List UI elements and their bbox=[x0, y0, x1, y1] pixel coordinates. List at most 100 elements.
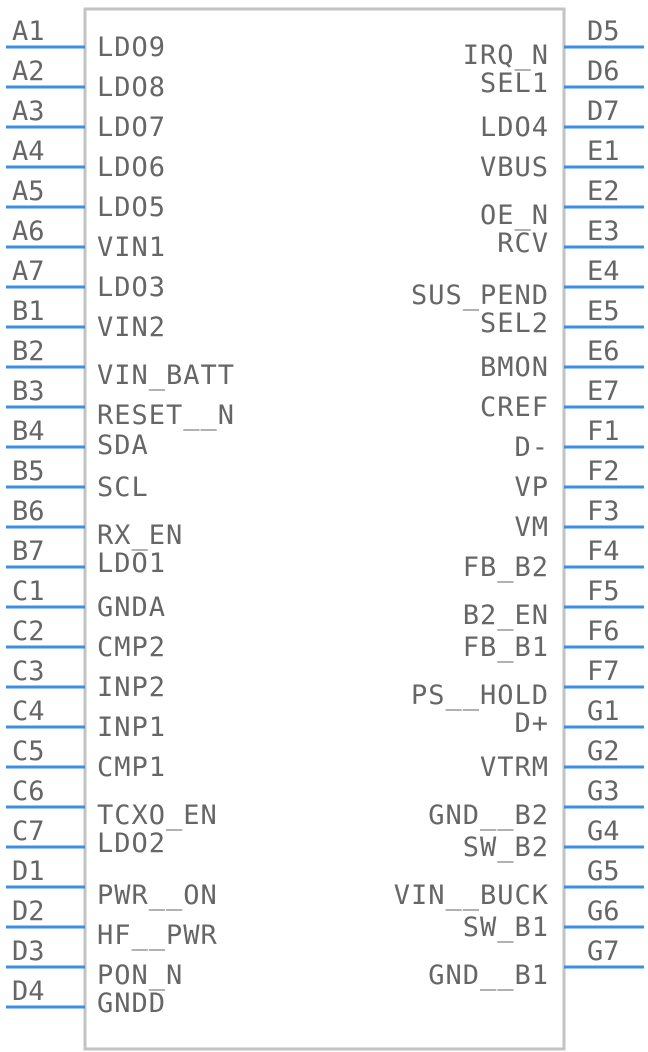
pin-number: A1 bbox=[12, 16, 45, 47]
pin-number: G7 bbox=[587, 936, 620, 967]
pin-name: HF__PWR bbox=[97, 920, 218, 951]
pin-number: C7 bbox=[12, 816, 45, 847]
pin-number: B1 bbox=[12, 296, 45, 327]
pin-number: C3 bbox=[12, 656, 45, 687]
pin-number: B2 bbox=[12, 336, 45, 367]
pin-number: E2 bbox=[587, 176, 620, 207]
pin-number: A3 bbox=[12, 96, 45, 127]
pin-name: GNDD bbox=[97, 988, 166, 1019]
pin-name: LDO7 bbox=[97, 112, 166, 143]
pin-name: VIN_BATT bbox=[97, 360, 235, 391]
pin-name: OE_N bbox=[480, 200, 549, 231]
pin-name: RX_EN bbox=[97, 520, 183, 551]
pin-number: G2 bbox=[587, 736, 620, 767]
pin-number: D7 bbox=[587, 96, 620, 127]
pin-number: F5 bbox=[587, 576, 620, 607]
pin-name: BMON bbox=[480, 352, 549, 383]
pin-number: F4 bbox=[587, 536, 620, 567]
pin-name: PON_N bbox=[97, 960, 183, 991]
pin-name: SW_B1 bbox=[463, 912, 549, 943]
component-body bbox=[83, 7, 566, 1051]
pin-number: A4 bbox=[12, 136, 45, 167]
pin-number: E6 bbox=[587, 336, 620, 367]
pin-number: C6 bbox=[12, 776, 45, 807]
pin-number: D2 bbox=[12, 896, 45, 927]
pin-name: SDA bbox=[97, 430, 149, 461]
pin-number: G1 bbox=[587, 696, 620, 727]
pin-number: C2 bbox=[12, 616, 45, 647]
pin-name: FB_B1 bbox=[463, 632, 549, 663]
pin-name: VM bbox=[514, 512, 549, 543]
pin-number: E1 bbox=[587, 136, 620, 167]
pin-name: FB_B2 bbox=[463, 552, 549, 583]
pin-name: INP2 bbox=[97, 672, 166, 703]
pin-number: B7 bbox=[12, 536, 45, 567]
pin-number: D6 bbox=[587, 56, 620, 87]
left-pin-column: A1LDO9A2LDO8A3LDO7A4LDO6A5LDO5A6VIN1A7LD… bbox=[6, 16, 235, 1019]
pin-number: A7 bbox=[12, 256, 45, 287]
pin-number: F7 bbox=[587, 656, 620, 687]
pin-name: LDO9 bbox=[97, 32, 166, 63]
pin-number: F3 bbox=[587, 496, 620, 527]
pin-name: LDO6 bbox=[97, 152, 166, 183]
pin-number: B3 bbox=[12, 376, 45, 407]
pin-name: SEL2 bbox=[480, 308, 549, 339]
pin-number: E4 bbox=[587, 256, 620, 287]
pin-number: A2 bbox=[12, 56, 45, 87]
pin-number: A5 bbox=[12, 176, 45, 207]
pin-name: VTRM bbox=[480, 752, 549, 783]
pin-number: F2 bbox=[587, 456, 620, 487]
pin-name: GNDA bbox=[97, 592, 166, 623]
pin-number: E7 bbox=[587, 376, 620, 407]
pin-number: A6 bbox=[12, 216, 45, 247]
pin-name: VIN1 bbox=[97, 232, 166, 263]
pin-name: LDO4 bbox=[480, 112, 549, 143]
pin-number: C5 bbox=[12, 736, 45, 767]
pin-number: G6 bbox=[587, 896, 620, 927]
pin-name: LDO2 bbox=[97, 828, 166, 859]
pin-name: INP1 bbox=[97, 712, 166, 743]
pin-name: LDO1 bbox=[97, 548, 166, 579]
pin-name: LDO8 bbox=[97, 72, 166, 103]
pin-number: D5 bbox=[587, 16, 620, 47]
pin-name: VIN__BUCK bbox=[394, 880, 549, 911]
pin-name: CMP2 bbox=[97, 632, 166, 663]
pin-number: D1 bbox=[12, 856, 45, 887]
pin-number: G4 bbox=[587, 816, 620, 847]
pin-name: GND__B2 bbox=[428, 800, 549, 831]
pin-name: VIN2 bbox=[97, 312, 166, 343]
pin-name: PS__HOLD bbox=[411, 680, 549, 711]
pin-name: RCV bbox=[497, 228, 549, 259]
pin-name: RESET__N bbox=[97, 400, 235, 431]
pin-number: D4 bbox=[12, 976, 45, 1007]
pin-number: D3 bbox=[12, 936, 45, 967]
pin-name: D+ bbox=[514, 708, 549, 739]
pin-number: B5 bbox=[12, 456, 45, 487]
pin-name: SCL bbox=[97, 472, 149, 503]
pin-name: B2_EN bbox=[463, 600, 549, 631]
pin-number: G3 bbox=[587, 776, 620, 807]
pin-number: B4 bbox=[12, 416, 45, 447]
pin-number: G5 bbox=[587, 856, 620, 887]
pin-name: PWR__ON bbox=[97, 880, 218, 911]
pin-name: SEL1 bbox=[480, 68, 549, 99]
pin-name: CREF bbox=[480, 392, 549, 423]
pin-name: GND__B1 bbox=[428, 960, 549, 991]
pin-name: CMP1 bbox=[97, 752, 166, 783]
pin-name: VBUS bbox=[480, 152, 549, 183]
pin-name: LDO5 bbox=[97, 192, 166, 223]
pin-number: C4 bbox=[12, 696, 45, 727]
pin-name: VP bbox=[514, 472, 549, 503]
pin-name: SUS_PEND bbox=[411, 280, 549, 311]
pin-number: F1 bbox=[587, 416, 620, 447]
pin-name: TCXO_EN bbox=[97, 800, 218, 831]
pin-name: IRQ_N bbox=[463, 40, 549, 71]
pin-number: B6 bbox=[12, 496, 45, 527]
pin-name: SW_B2 bbox=[463, 832, 549, 863]
pin-name: LDO3 bbox=[97, 272, 166, 303]
pin-number: E3 bbox=[587, 216, 620, 247]
pin-name: D- bbox=[514, 432, 549, 463]
pin-number: F6 bbox=[587, 616, 620, 647]
